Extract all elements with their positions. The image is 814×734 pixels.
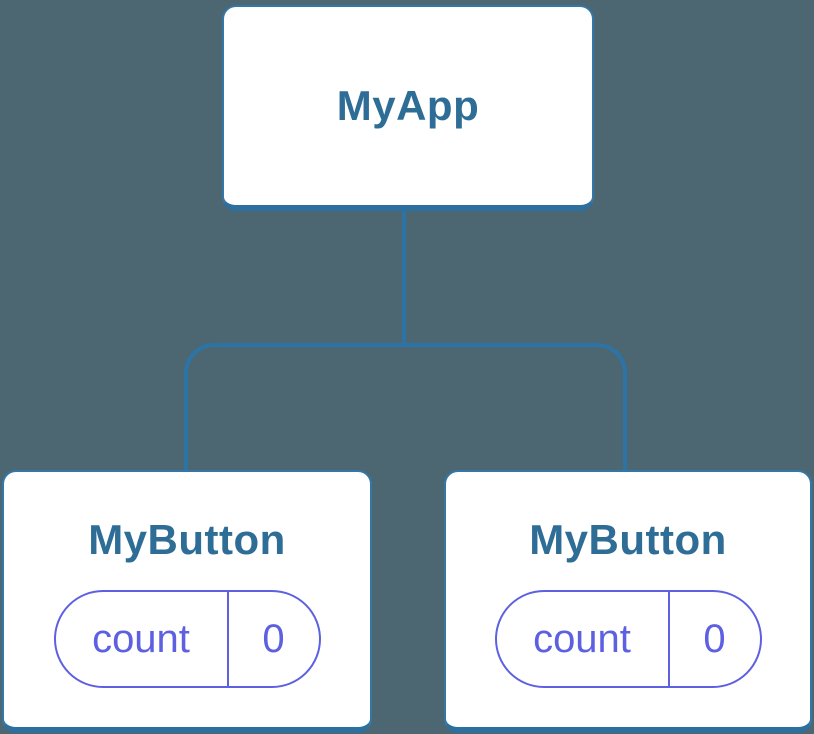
state-key-cell: count [497, 592, 670, 686]
child-component-node: MyButton count 0 [2, 470, 372, 733]
child-component-label: MyButton [88, 516, 286, 563]
root-component-node: MyApp [222, 5, 594, 211]
state-key-label: count [92, 616, 190, 661]
state-pill: count 0 [53, 590, 321, 688]
state-key-cell: count [56, 592, 229, 686]
state-value-cell: 0 [229, 592, 319, 686]
state-value-cell: 0 [670, 592, 760, 686]
child-component-node: MyButton count 0 [444, 470, 812, 733]
root-component-label: MyApp [336, 82, 480, 129]
tree-connector-stem [402, 211, 406, 343]
state-value-label: 0 [262, 616, 285, 661]
state-key-label: count [533, 616, 631, 661]
state-value-label: 0 [703, 616, 726, 661]
tree-connector-branch [184, 343, 627, 470]
state-pill: count 0 [494, 590, 762, 688]
child-component-label: MyButton [529, 516, 727, 563]
